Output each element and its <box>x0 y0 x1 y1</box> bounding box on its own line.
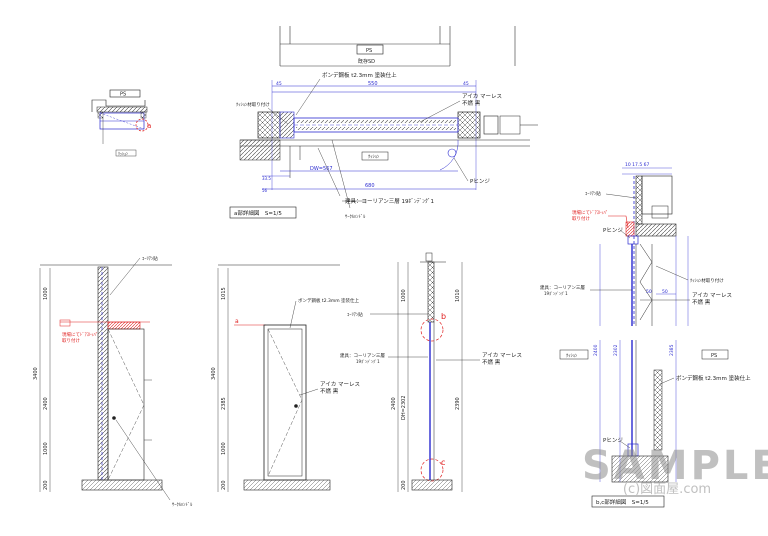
elev-2-dim-1000: 1000 <box>221 442 227 455</box>
section-1-dim-200: 200 <box>401 480 407 490</box>
detail-bc-dims-top: 10 17.5 67 <box>625 162 649 168</box>
section-1-dim-1010: 1010 <box>455 289 461 302</box>
key-plan: PS a ｸｯｼｮﾝ <box>91 89 151 157</box>
elevation-1: 3400 1000 2400 1000 200 現場にてﾄﾞｱｽﾄｯﾊﾟ 取り付… <box>33 255 193 508</box>
elev-2-dim-total: 3400 <box>211 367 217 380</box>
elev-1-red-note-1: 現場にてﾄﾞｱｽﾄｯﾊﾟ <box>62 331 98 338</box>
detail-bc-title: b,c部詳細図 S=1/5 <box>596 498 649 506</box>
detail-bc-tag: ｸｯｼｮﾝ <box>566 353 578 359</box>
key-plan-tag: ｸｯｼｮﾝ <box>118 150 128 156</box>
elev-1-dim-total: 3400 <box>33 367 39 380</box>
elev-2-note-aica-2: 不燃 黒 <box>320 387 339 395</box>
plan-a-note-bonded-panel: ボンデ鋼板 t2.3mm 塗装仕上 <box>322 71 397 79</box>
detail-bc-note-aica-2: 不燃 黒 <box>692 298 711 306</box>
detail-bc-red-note-2: 取り付け <box>572 215 590 222</box>
key-plan-ps-label: PS <box>120 92 126 98</box>
plan-a-note-aica-1: アイカ マーレス <box>462 93 502 100</box>
section-1-mark-b: b <box>441 312 446 321</box>
plan-a-dim-45-left: 45 <box>276 81 282 87</box>
section-1-note-corian: ｺｰﾘｱﾝ貼 <box>347 311 363 318</box>
detail-bc-note-corian: ｺｰﾘｱﾝ貼 <box>585 190 601 197</box>
section-1-dim-2390: 2390 <box>455 397 461 410</box>
section-1-note-aica-1: アイカ マーレス <box>482 352 522 359</box>
detail-bc: 10 17.5 67 ｺｰﾘｱﾝ貼 現場にてﾄﾞｱｽﾄｯﾊﾟ 取り付け Pヒンジ… <box>540 162 751 508</box>
detail-bc-dim-2385: 2385 <box>669 344 675 356</box>
plan-a-note-hinge: Pヒンジ <box>470 178 490 185</box>
elev-2-dim-2385: 2385 <box>221 397 227 410</box>
section-1-note-fitting-2: 19ﾎﾞﾝﾃﾞﾝｸﾞ1 <box>356 358 380 364</box>
plan-a-dim-56: 56 <box>262 188 268 193</box>
detail-bc-dim-50a: 50 <box>646 289 652 295</box>
plan-a-dim-45-right: 45 <box>463 81 469 87</box>
plan-a-note-handle: ｻｰｸﾙﾊﾝﾄﾞﾙ <box>345 213 366 220</box>
elev-1-note-handle: ｻｰｸﾙﾊﾝﾄﾞﾙ <box>172 501 193 508</box>
plan-a-note-aica-2: 不燃 黒 <box>462 99 481 107</box>
detail-bc-dim-2400: 2400 <box>593 344 599 356</box>
detail-bc-red-note-1: 現場にてﾄﾞｱｽﾄｯﾊﾟ <box>572 209 608 216</box>
detail-bc-note-hinge-top: Pヒンジ <box>603 227 623 234</box>
elev-2-note-panel: ボンデ鋼板 t2.3mm 塗装仕上 <box>298 297 360 304</box>
detail-bc-ps-label: PS <box>711 353 717 359</box>
elevation-2: 3400 1015 2385 1000 200 a ボンデ鋼板 t2.3mm 塗… <box>211 264 360 492</box>
detail-bc-note-panel: ボンデ鋼板 t2.3mm 塗装仕上 <box>676 374 751 382</box>
section-1-dim-dh: DH=2302 <box>401 395 407 420</box>
detail-bc-note-fitting-2: 19ﾎﾞﾝﾃﾞﾝｸﾞ1 <box>544 290 568 296</box>
plan-a-note-fitting: 建具：コーリアン三層 19ﾎﾞﾝﾃﾞﾝｸﾞ1 <box>345 197 434 205</box>
plan-detail-a: PS 既存SD 550 45 45 ボンデ鋼板 t2.3mm 塗装仕上 ｸｯｼｮ… <box>229 26 538 220</box>
section-1-mark-c: c <box>441 458 445 467</box>
elev-1-dim-top: 1000 <box>43 287 49 300</box>
elev-1-red-note-2: 取り付け <box>62 337 80 344</box>
elev-1-note-top: ｺｰﾘｱﾝ貼 <box>142 255 158 262</box>
plan-a-title: a部詳細図 S=1/5 <box>234 209 282 217</box>
section-1-note-fitting-1: 建具：コーリアン三層 <box>340 352 385 359</box>
section-1-note-aica-2: 不燃 黒 <box>482 358 501 366</box>
detail-bc-dim-2302: 2302 <box>613 344 619 356</box>
elev-2-dim-200: 200 <box>221 480 227 490</box>
detail-bc-note-fitting-1: 建具：コーリアン三層 <box>540 284 585 291</box>
elev-1-dim-1000: 1000 <box>43 442 49 455</box>
elev-2-dim-top: 1015 <box>221 287 227 300</box>
plan-a-tag: ｸｯｼｮﾝ <box>368 154 380 160</box>
elev-2-note-aica-1: アイカ マーレス <box>320 381 360 388</box>
detail-bc-note-cushion: ｸｯｼｮﾝ材取り付け <box>690 277 724 284</box>
plan-a-note-cushion: ｸｯｼｮﾝ材取り付け <box>236 101 270 108</box>
plan-a-existing-label: 既存SD <box>358 58 375 65</box>
plan-a-dim-dw: DW=567 <box>310 166 333 172</box>
elev-2-mark-a: a <box>235 318 239 325</box>
plan-a-ps-label: PS <box>366 48 372 54</box>
plan-a-dim-680: 680 <box>365 183 375 189</box>
section-1-dim-2400: 2400 <box>391 397 397 410</box>
key-plan-mark-a: a <box>147 122 151 130</box>
plan-a-dim-33: 33.5 <box>262 176 271 181</box>
section-1: 1000 2400 DH=2302 200 1010 2390 b c ｺｰﾘｱ… <box>340 252 522 492</box>
detail-bc-note-hinge-bottom: Pヒンジ <box>603 437 623 444</box>
elev-1-dim-2400: 2400 <box>43 397 49 410</box>
detail-bc-note-aica-1: アイカ マーレス <box>692 292 732 299</box>
detail-bc-dim-50b: 50 <box>662 289 668 295</box>
elev-1-dim-200: 200 <box>43 480 49 490</box>
plan-a-dim-550: 550 <box>368 81 378 87</box>
section-1-dim-1000: 1000 <box>401 289 407 302</box>
